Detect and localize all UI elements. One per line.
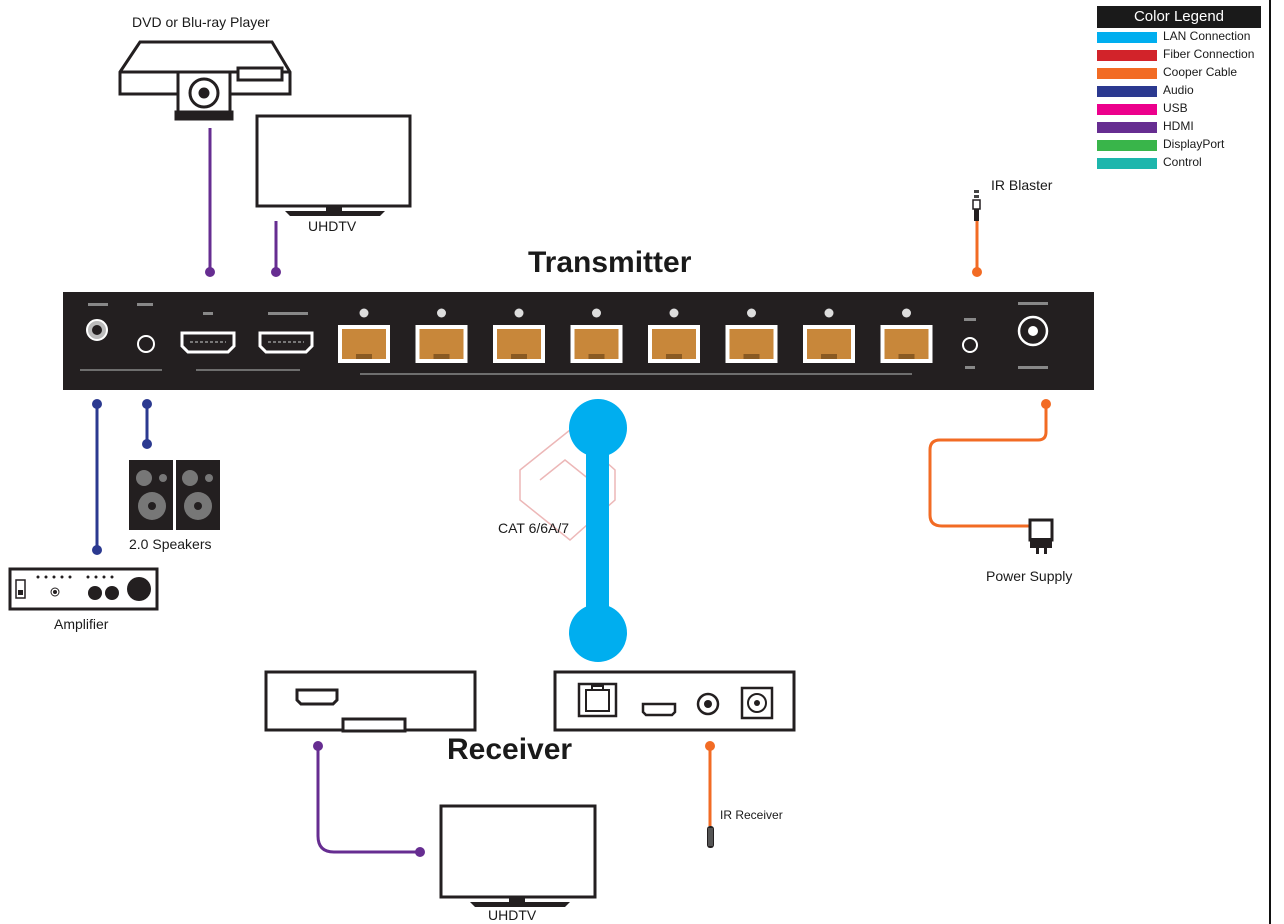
hdmi-dot-dvd [205,267,215,277]
legend-swatch [1097,86,1157,97]
ir-receiver-icon [707,826,714,848]
ir-blaster-label: IR Blaster [991,177,1053,193]
ir-blaster-icon [972,190,981,221]
cable-label: CAT 6/6A/7 [498,520,570,536]
uhdtv-bottom-icon [439,804,597,907]
legend-title: Color Legend [1097,6,1261,28]
legend-label: USB [1163,101,1188,115]
lr-audio-jack [137,335,155,353]
rj45-port [803,308,855,363]
audio-dot-amp-top [92,399,102,409]
rj45-port [570,308,623,363]
rj45-port [648,308,700,363]
legend-swatch [1097,122,1157,133]
copper-dot-power [1041,399,1051,409]
legend-item: Audio [1097,82,1275,100]
legend-item: Cooper Cable [1097,64,1275,82]
legend-item: HDMI [1097,118,1275,136]
legend-label: Cooper Cable [1163,65,1238,79]
transmitter-title: Transmitter [528,246,692,279]
legend-item: Fiber Connection [1097,46,1275,64]
legend-label: Audio [1163,83,1194,97]
copper-line-power [928,404,1048,528]
copper-dot-ir-blaster [972,267,982,277]
legend-swatch [1097,68,1157,79]
color-legend: Color Legend LAN Connection Fiber Connec… [1097,6,1275,172]
hdmi-dot-receiver [313,741,323,751]
rj45-port [880,308,933,363]
legend-item: DisplayPort [1097,136,1275,154]
uhdtv-bottom-label: UHDTV [488,907,537,923]
ir-receiver-label: IR Receiver [720,808,783,822]
hdmi-dot-bottom-tv [415,847,425,857]
uhdtv-top-label: UHDTV [308,218,357,234]
legend-label: Fiber Connection [1163,47,1255,61]
power-supply-icon [1028,518,1054,554]
legend-swatch [1097,140,1157,151]
right-border [1269,0,1271,924]
legend-item: LAN Connection [1097,28,1275,46]
amplifier-label: Amplifier [54,616,109,632]
audio-dot-spk-bottom [142,439,152,449]
rj45-port [493,308,545,363]
uhdtv-top-icon [255,114,412,216]
legend-swatch [1097,104,1157,115]
hdmi-line-receiver-tv [316,746,420,854]
legend-item: Control [1097,154,1275,172]
power-supply-label: Power Supply [986,568,1073,584]
copper-dot-ir-receiver [705,741,715,751]
legend-label: DisplayPort [1163,137,1225,151]
legend-swatch [1097,32,1157,43]
rj45-port [338,308,390,363]
hdmi-dot-tv [271,267,281,277]
cat-cable [519,399,627,662]
receiver-title: Receiver [447,733,573,766]
legend-swatch [1097,50,1157,61]
amplifier-icon [8,567,159,611]
receiver-io-box [553,670,796,732]
legend-label: HDMI [1163,119,1194,133]
speakers-label: 2.0 Speakers [129,536,212,552]
rj45-port [725,308,778,363]
speakers-icon [129,460,220,530]
audio-dot-amp-bottom [92,545,102,555]
dvd-player-label: DVD or Blu-ray Player [132,14,270,30]
rj45-port [415,308,468,363]
legend-swatch [1097,158,1157,169]
legend-item: USB [1097,100,1275,118]
ir-port [962,337,978,353]
receiver-hdmi-box [264,670,477,733]
legend-label: LAN Connection [1163,29,1251,43]
dvd-player-icon [118,40,292,121]
audio-dot-spk-top [142,399,152,409]
legend-label: Control [1163,155,1202,169]
